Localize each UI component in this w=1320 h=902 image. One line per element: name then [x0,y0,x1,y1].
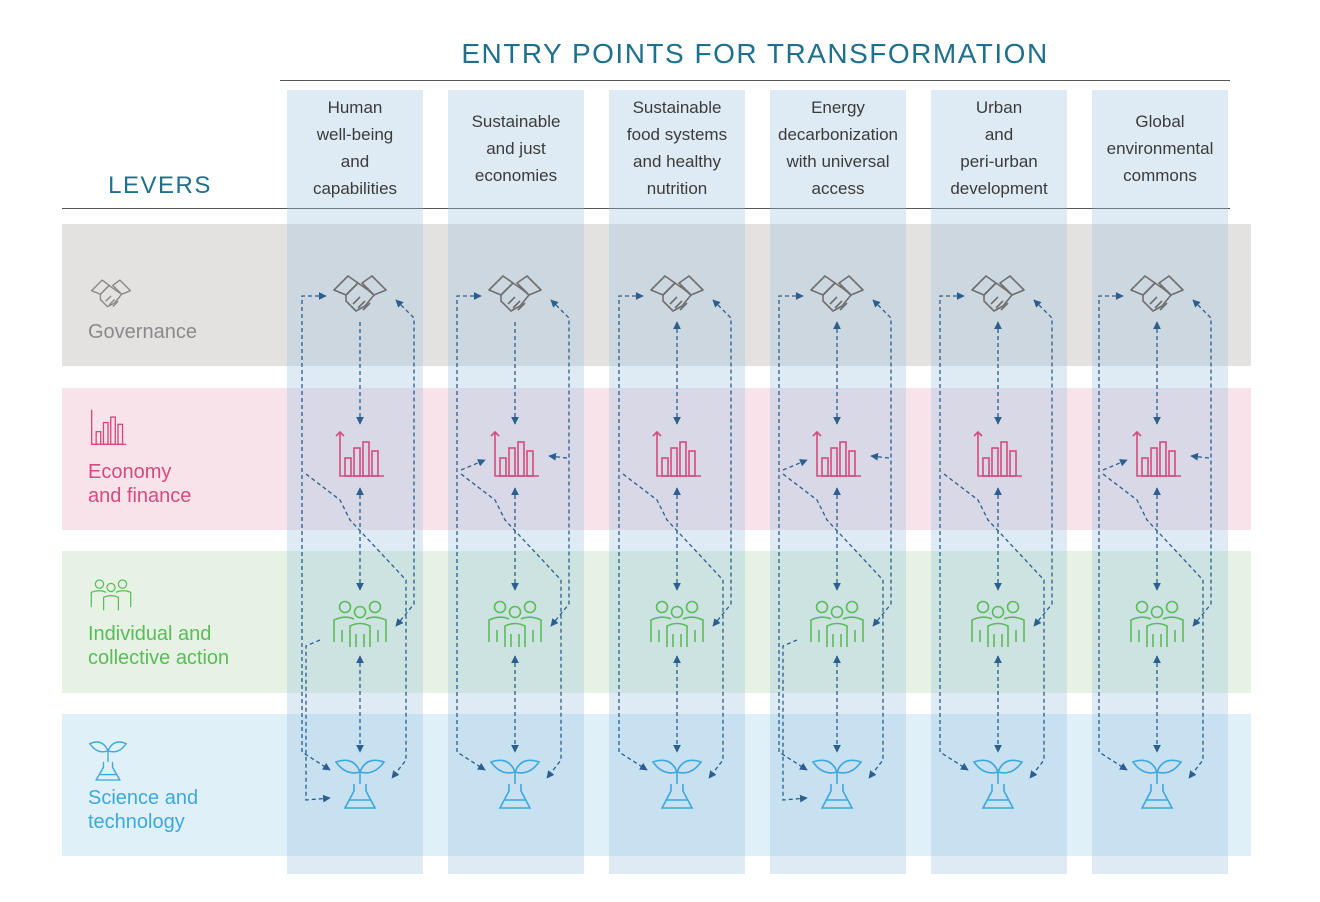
connection-arrow [1102,459,1128,471]
plant-flask-icon [88,741,128,781]
individual-action-cell-icon [971,600,1025,648]
connection-arrow [782,459,808,471]
lever-label-economy: Economy and finance [88,461,192,507]
individual-action-cell-icon [1130,600,1184,648]
connection-arrow [1102,473,1204,779]
economy-cell-icon [652,431,702,477]
connection-arrow [778,292,808,771]
connection-arrow [712,299,732,627]
connection-arrow [1190,452,1210,461]
connection-arrow [1098,292,1128,771]
science-cell-icon [973,759,1023,809]
individual-action-cell-icon [488,600,542,648]
connection-arrow [782,473,884,779]
connection-arrow [548,452,568,461]
connection-arrow [301,292,331,771]
connection-arrow [550,299,570,627]
economy-cell-icon [973,431,1023,477]
entry-point-header: Sustainable food systems and healthy nut… [626,98,728,198]
connection-arrow [870,452,890,461]
entry-point-header: Energy decarbonization with universal ac… [777,98,899,198]
connection-arrow [305,639,331,803]
connection-arrow [782,639,808,803]
science-cell-icon [1132,759,1182,809]
connection-arrow [460,459,486,471]
individual-action-band [62,551,1251,693]
governance-cell-icon [810,275,864,312]
science-cell-icon [812,759,862,809]
science-cell-icon [490,759,540,809]
science-band [62,714,1251,856]
governance-cell-icon [650,275,704,312]
levers-divider [62,208,1230,209]
entry-point-header: Sustainable and just economies [471,111,561,185]
governance-cell-icon [488,275,542,312]
bar-chart-icon [90,409,127,446]
handshake-icon [90,279,132,308]
entry-point-header: Global environmental commons [1106,111,1214,185]
individual-action-cell-icon [650,600,704,648]
connection-arrow [618,292,648,771]
connection-arrow [943,473,1045,779]
connection-arrow [456,292,486,771]
people-group-icon [90,579,132,611]
connection-arrow [1033,299,1053,627]
connection-arrow [305,473,407,779]
economy-cell-icon [1132,431,1182,477]
lever-label-governance: Governance [88,321,197,343]
title-divider [280,80,1230,81]
science-cell-icon [335,759,385,809]
diagram-title: ENTRY POINTS FOR TRANSFORMATION [461,38,1049,69]
connection-arrow [939,292,969,771]
connection-arrow [872,299,892,627]
governance-cell-icon [1130,275,1184,312]
economy-cell-icon [812,431,862,477]
lever-label-individual-action: Individual and collective action [88,623,230,669]
science-cell-icon [652,759,702,809]
connection-arrow [460,473,562,779]
economy-cell-icon [490,431,540,477]
individual-action-cell-icon [810,600,864,648]
governance-band [62,224,1251,366]
entry-point-header: Human well-being and capabilities [312,98,398,198]
connection-arrow [622,473,724,779]
connection-arrow [395,299,415,627]
governance-cell-icon [333,275,387,312]
lever-label-science: Science and technology [88,787,199,833]
connection-arrow [1192,299,1212,627]
economy-cell-icon [335,431,385,477]
levers-heading: LEVERS [108,172,212,199]
governance-cell-icon [971,275,1025,312]
individual-action-cell-icon [333,600,387,648]
entry-point-header: Urban and peri-urban development [950,98,1048,198]
